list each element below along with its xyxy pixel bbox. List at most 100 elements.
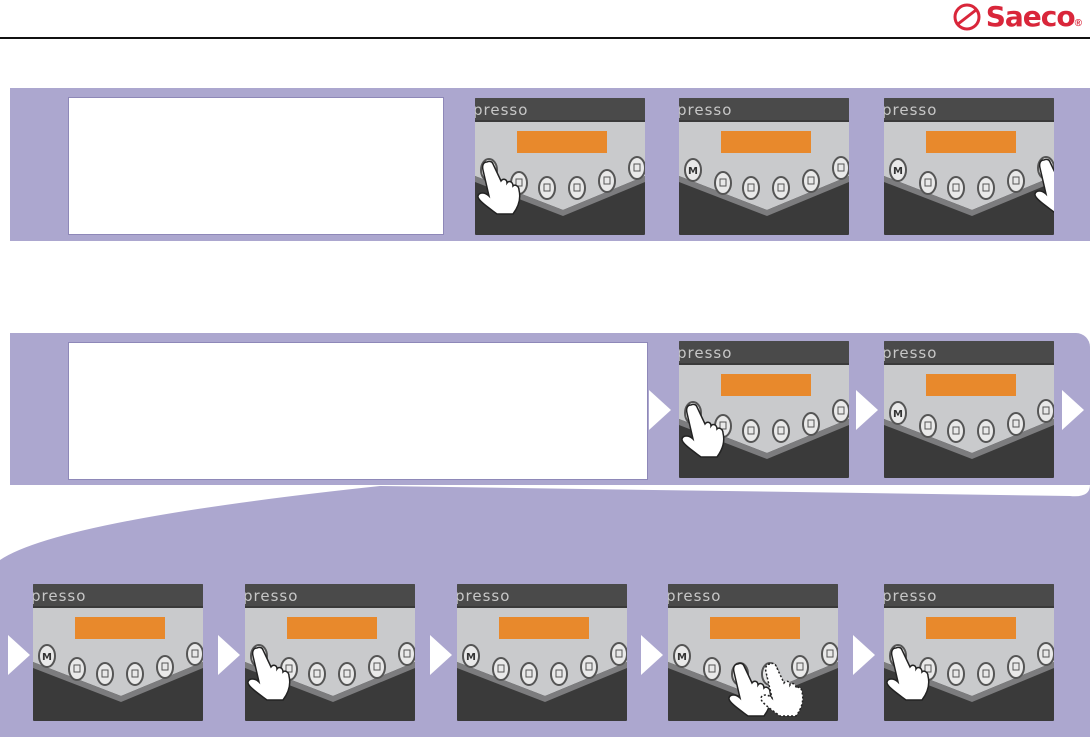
panel-button — [673, 644, 691, 668]
panel-button — [462, 644, 480, 668]
panel-button — [832, 399, 849, 423]
panel-button — [889, 401, 907, 425]
panel-label: presso — [475, 101, 528, 119]
row-1-panel-2: presso M — [679, 98, 849, 235]
svg-text:M: M — [893, 166, 903, 177]
panel-button — [568, 176, 586, 200]
panel-button — [598, 169, 616, 193]
panel-button — [802, 169, 820, 193]
panel-button — [538, 176, 556, 200]
panel-label: presso — [679, 344, 732, 362]
panel-button — [610, 642, 627, 666]
arrow-icon — [649, 390, 671, 430]
svg-text:M: M — [466, 652, 476, 663]
panel-button — [977, 662, 995, 686]
panel-button — [919, 171, 937, 195]
arrow-icon — [856, 390, 878, 430]
registered-mark: ® — [1074, 18, 1082, 29]
pointing-hand-icon — [477, 160, 521, 215]
display-screen — [287, 617, 377, 639]
panel-button — [68, 657, 86, 681]
panel-button — [1007, 412, 1025, 436]
panel-button — [947, 419, 965, 443]
panel-button — [919, 414, 937, 438]
panel-label: presso — [33, 587, 86, 605]
panel-button — [38, 644, 56, 668]
panel-button — [186, 642, 203, 666]
panel-label: presso — [245, 587, 298, 605]
row-3-panel-5: presso M — [884, 584, 1054, 721]
row-1-panel-1: presso M — [475, 98, 645, 235]
pointing-hand-icon — [886, 646, 930, 701]
display-screen — [517, 131, 607, 153]
panel-button — [96, 662, 114, 686]
display-screen — [721, 374, 811, 396]
panel-button — [126, 662, 144, 686]
row-1-panel-3: presso M — [884, 98, 1054, 235]
panel-label: presso — [668, 587, 721, 605]
panel-button — [492, 657, 510, 681]
arrow-icon — [8, 635, 30, 675]
panel-button — [947, 662, 965, 686]
panel-button — [742, 419, 760, 443]
display-screen — [721, 131, 811, 153]
display-screen — [710, 617, 800, 639]
row-2-panel-1: presso M — [679, 341, 849, 478]
svg-text:M: M — [688, 166, 698, 177]
row-connector — [0, 485, 1090, 580]
svg-text:M: M — [677, 652, 687, 663]
panel-button — [791, 655, 809, 679]
panel-label: presso — [457, 587, 510, 605]
row-3-panel-1: presso M — [33, 584, 203, 721]
panel-button — [1037, 399, 1054, 423]
pointing-hand-icon — [1034, 158, 1054, 213]
panel-button — [802, 412, 820, 436]
saeco-logo: Saeco ® — [952, 2, 1082, 32]
panel-button — [398, 642, 415, 666]
panel-button — [889, 158, 907, 182]
panel-button — [156, 655, 174, 679]
header-rule — [0, 37, 1090, 39]
arrow-icon — [218, 635, 240, 675]
panel-button — [832, 156, 849, 180]
panel-button — [1007, 169, 1025, 193]
pointing-hand-icon — [247, 646, 291, 701]
display-screen — [499, 617, 589, 639]
panel-label: presso — [679, 101, 732, 119]
svg-text:M: M — [893, 409, 903, 420]
saeco-mark-icon — [953, 3, 981, 31]
row-2-text-box — [68, 342, 648, 480]
panel-label: presso — [884, 344, 937, 362]
display-screen — [75, 617, 165, 639]
pointing-hand-icon — [728, 662, 772, 717]
panel-button — [1007, 655, 1025, 679]
panel-button — [977, 419, 995, 443]
panel-button — [977, 176, 995, 200]
pointing-hand-icon — [760, 662, 804, 717]
row-2-panel-2: presso M — [884, 341, 1054, 478]
row-1-text-box — [68, 97, 444, 235]
display-screen — [926, 374, 1016, 396]
arrow-icon — [853, 635, 875, 675]
row-3-panel-4: presso M — [668, 584, 838, 721]
panel-button — [714, 171, 732, 195]
panel-button — [772, 419, 790, 443]
panel-button — [520, 662, 538, 686]
panel-button — [821, 642, 838, 666]
display-screen — [926, 617, 1016, 639]
panel-button — [1037, 642, 1054, 666]
panel-label: presso — [884, 101, 937, 119]
arrow-icon — [641, 635, 663, 675]
panel-button — [580, 655, 598, 679]
panel-label: presso — [884, 587, 937, 605]
panel-button — [772, 176, 790, 200]
panel-button — [742, 176, 760, 200]
arrow-icon — [1062, 390, 1084, 430]
display-screen — [926, 131, 1016, 153]
panel-button — [703, 657, 721, 681]
panel-button — [368, 655, 386, 679]
panel-button — [947, 176, 965, 200]
row-3-panel-3: presso M — [457, 584, 627, 721]
panel-button — [684, 158, 702, 182]
pointing-hand-icon — [681, 403, 725, 458]
